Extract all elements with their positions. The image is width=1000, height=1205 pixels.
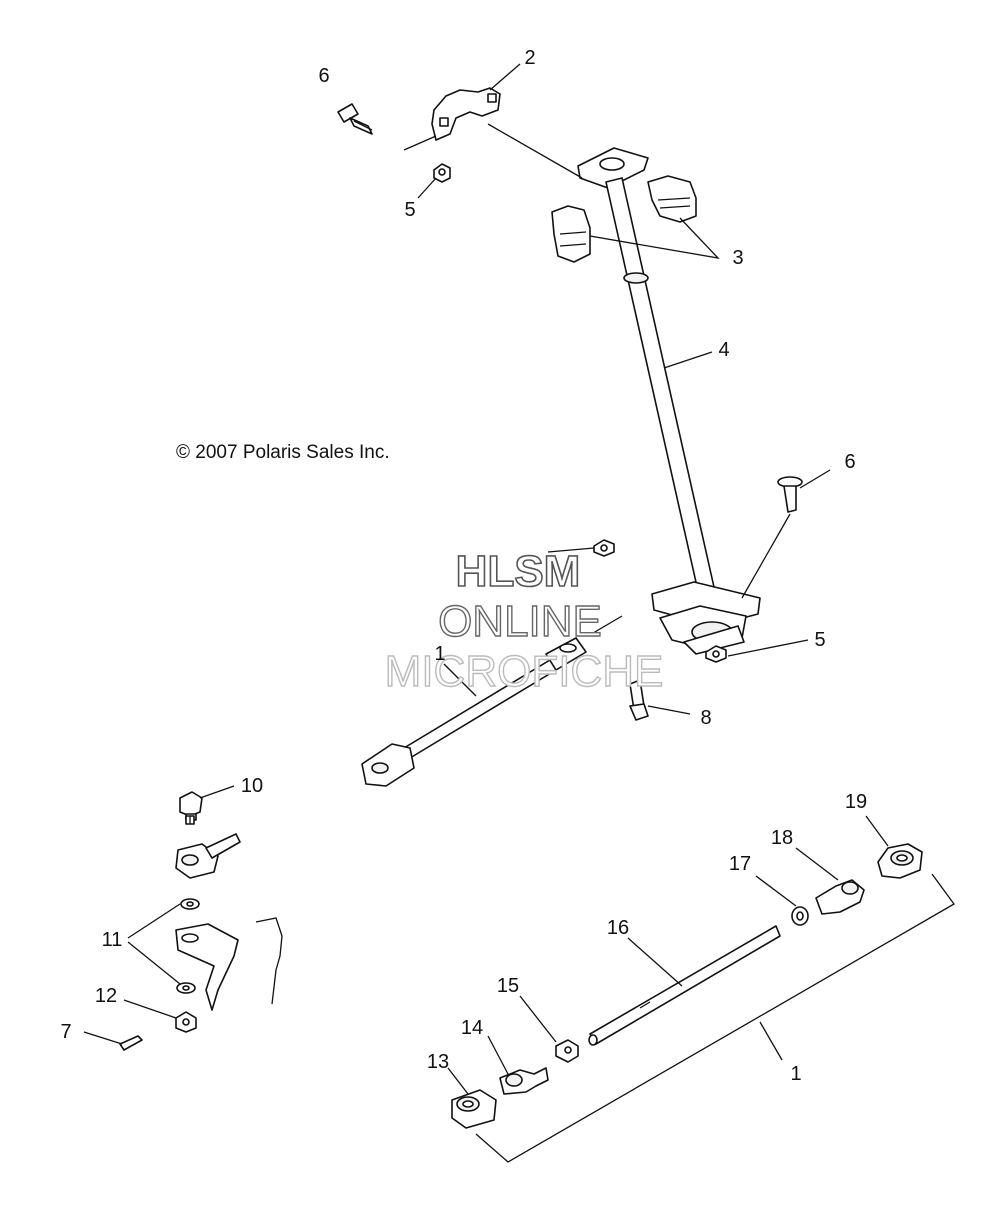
bolt-10 [179,791,203,825]
rod-end-left [175,833,241,879]
callout-1-lower: 1 [790,1063,801,1085]
bolt-6-right [777,476,803,513]
callout-5-top: 5 [404,199,415,221]
callout-2: 2 [524,47,535,69]
bolt-8 [629,679,649,721]
callout-19: 19 [845,791,867,813]
callout-1-upper: 1 [434,643,445,665]
rod-end-19 [877,843,923,879]
ball-joint-14 [499,1067,549,1095]
rod-16 [588,925,781,1046]
nut-15 [555,1039,579,1063]
callout-4: 4 [718,339,729,361]
callout-12: 12 [95,985,117,1007]
callout-5-mid: 5 [814,629,825,651]
spindle-arm [175,917,283,1011]
tie-rod-1-upper [361,637,587,787]
washer-11-bottom [176,982,196,994]
callout-13: 13 [427,1051,449,1073]
callout-8: 8 [700,707,711,729]
nut-12 [175,1011,197,1033]
watermark-line-2: ONLINE [438,597,602,646]
nut-5-top [433,163,451,183]
ball-joint-18 [815,879,865,915]
callout-7: 7 [60,1021,71,1043]
lower-bracket [651,581,761,655]
bushing-3-left [551,205,591,263]
callouts: 2 6 5 3 4 6 5 1 8 10 11 12 7 13 14 15 16… [60,47,867,1085]
cotter-pin-7 [119,1035,143,1051]
callout-16: 16 [607,917,629,939]
callout-10: 10 [241,775,263,797]
callout-11: 11 [102,929,123,951]
callout-18: 18 [771,827,793,849]
washer-17 [791,906,809,926]
steering-column-4 [577,147,717,601]
nut-upper-tierod [593,539,615,557]
nut-5-mid [705,645,727,663]
washer-11-top [180,898,200,910]
callout-3: 3 [732,247,743,269]
bushing-3-right [647,175,697,223]
callout-15: 15 [497,975,519,997]
bolt-6-top [337,103,373,135]
callout-14: 14 [461,1017,483,1039]
copyright-text: © 2007 Polaris Sales Inc. [176,442,390,463]
callout-17: 17 [729,853,751,875]
callout-6-top: 6 [318,65,329,87]
leader-lines [83,63,955,1163]
watermark-line-1: HLSM [456,547,581,596]
clamp-2 [431,87,501,141]
rod-end-13 [451,1089,497,1129]
watermark-line-3: MICROFICHE [385,647,664,696]
callout-6-right: 6 [844,451,855,473]
watermark: HLSM ONLINE MICROFICHE [384,546,664,697]
